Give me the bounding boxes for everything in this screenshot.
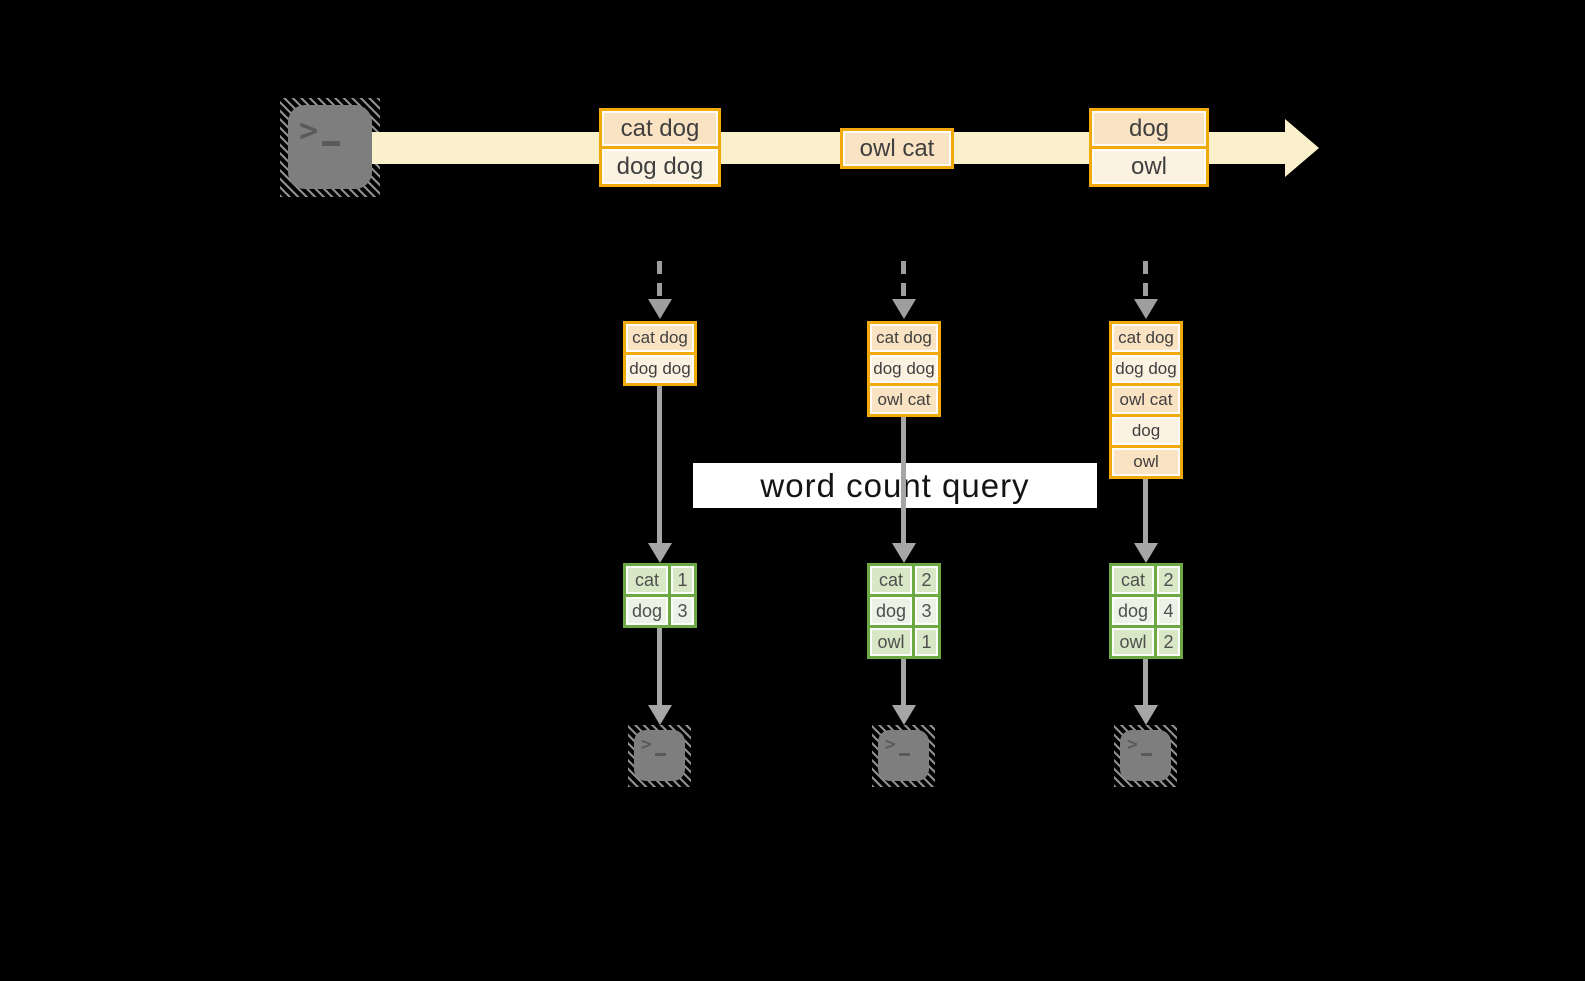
query-banner: word count query <box>693 463 1097 508</box>
state-row: cat dog <box>870 324 938 352</box>
count-cell: 3 <box>915 597 938 625</box>
emit-arrow-shaft-2 <box>901 659 906 707</box>
word-cell: dog <box>626 597 668 625</box>
word-cell: cat <box>626 566 668 594</box>
word-cell: owl <box>1112 628 1154 656</box>
event-text: cat dog <box>602 111 718 146</box>
stream-arrow-head <box>1285 119 1319 177</box>
count-table-3: cat 2 dog 4 owl 2 <box>1109 563 1183 659</box>
stream-event-box-2: owl cat <box>840 128 954 169</box>
terminal-screen: > <box>878 730 929 781</box>
state-box-2: cat dog dog dog owl cat <box>867 321 941 417</box>
word-cell: dog <box>1112 597 1154 625</box>
event-text: dog <box>1092 111 1206 146</box>
emit-arrow-head-2 <box>892 705 916 725</box>
query-arrow-shaft-2 <box>901 417 906 545</box>
terminal-cursor-icon <box>322 141 340 146</box>
word-cell: cat <box>1112 566 1154 594</box>
stream-event-box-1: cat dog dog dog <box>599 108 721 187</box>
query-arrow-shaft-3 <box>1143 479 1148 545</box>
event-text: dog dog <box>602 146 718 184</box>
terminal-screen: > <box>634 730 685 781</box>
stream-event-box-3: dog owl <box>1089 108 1209 187</box>
event-text: owl cat <box>843 131 951 166</box>
terminal-screen: > <box>288 105 372 189</box>
state-box-3: cat dog dog dog owl cat dog owl <box>1109 321 1183 479</box>
state-row: owl cat <box>870 383 938 414</box>
state-row: dog dog <box>1112 352 1180 383</box>
count-cell: 1 <box>671 566 694 594</box>
word-cell: owl <box>870 628 912 656</box>
terminal-prompt-icon: > <box>641 734 652 755</box>
count-cell: 4 <box>1157 597 1180 625</box>
terminal-screen: > <box>1120 730 1171 781</box>
state-row: owl cat <box>1112 383 1180 414</box>
state-row: dog <box>1112 414 1180 445</box>
query-arrow-head-1 <box>648 543 672 563</box>
state-box-1: cat dog dog dog <box>623 321 697 386</box>
ingest-arrow-head-2 <box>892 299 916 319</box>
terminal-cursor-icon <box>1141 753 1152 756</box>
count-cell: 1 <box>915 628 938 656</box>
terminal-prompt-icon: > <box>1127 734 1138 755</box>
terminal-prompt-icon: > <box>885 734 896 755</box>
ingest-arrow-shaft-2 <box>901 261 906 301</box>
ingest-arrow-shaft-3 <box>1143 261 1148 301</box>
ingest-arrow-shaft-1 <box>657 261 662 301</box>
state-row: owl <box>1112 445 1180 476</box>
state-row: cat dog <box>1112 324 1180 352</box>
query-banner-label: word count query <box>760 466 1030 504</box>
sink-terminal-icon-2: > <box>872 725 935 787</box>
count-table-2: cat 2 dog 3 owl 1 <box>867 563 941 659</box>
word-cell: dog <box>870 597 912 625</box>
terminal-cursor-icon <box>899 753 910 756</box>
state-row: dog dog <box>626 352 694 383</box>
terminal-cursor-icon <box>655 753 666 756</box>
sink-terminal-icon-1: > <box>628 725 691 787</box>
state-row: dog dog <box>870 352 938 383</box>
query-arrow-shaft-1 <box>657 386 662 545</box>
sink-terminal-icon-3: > <box>1114 725 1177 787</box>
count-cell: 3 <box>671 597 694 625</box>
emit-arrow-shaft-3 <box>1143 659 1148 707</box>
count-table-1: cat 1 dog 3 <box>623 563 697 628</box>
emit-arrow-shaft-1 <box>657 628 662 707</box>
query-arrow-head-2 <box>892 543 916 563</box>
ingest-arrow-head-1 <box>648 299 672 319</box>
terminal-prompt-icon: > <box>299 111 319 149</box>
count-cell: 2 <box>915 566 938 594</box>
emit-arrow-head-1 <box>648 705 672 725</box>
query-arrow-head-3 <box>1134 543 1158 563</box>
count-cell: 2 <box>1157 566 1180 594</box>
emit-arrow-head-3 <box>1134 705 1158 725</box>
event-text: owl <box>1092 146 1206 184</box>
state-row: cat dog <box>626 324 694 352</box>
source-terminal-icon: > <box>280 98 380 197</box>
word-cell: cat <box>870 566 912 594</box>
count-cell: 2 <box>1157 628 1180 656</box>
ingest-arrow-head-3 <box>1134 299 1158 319</box>
